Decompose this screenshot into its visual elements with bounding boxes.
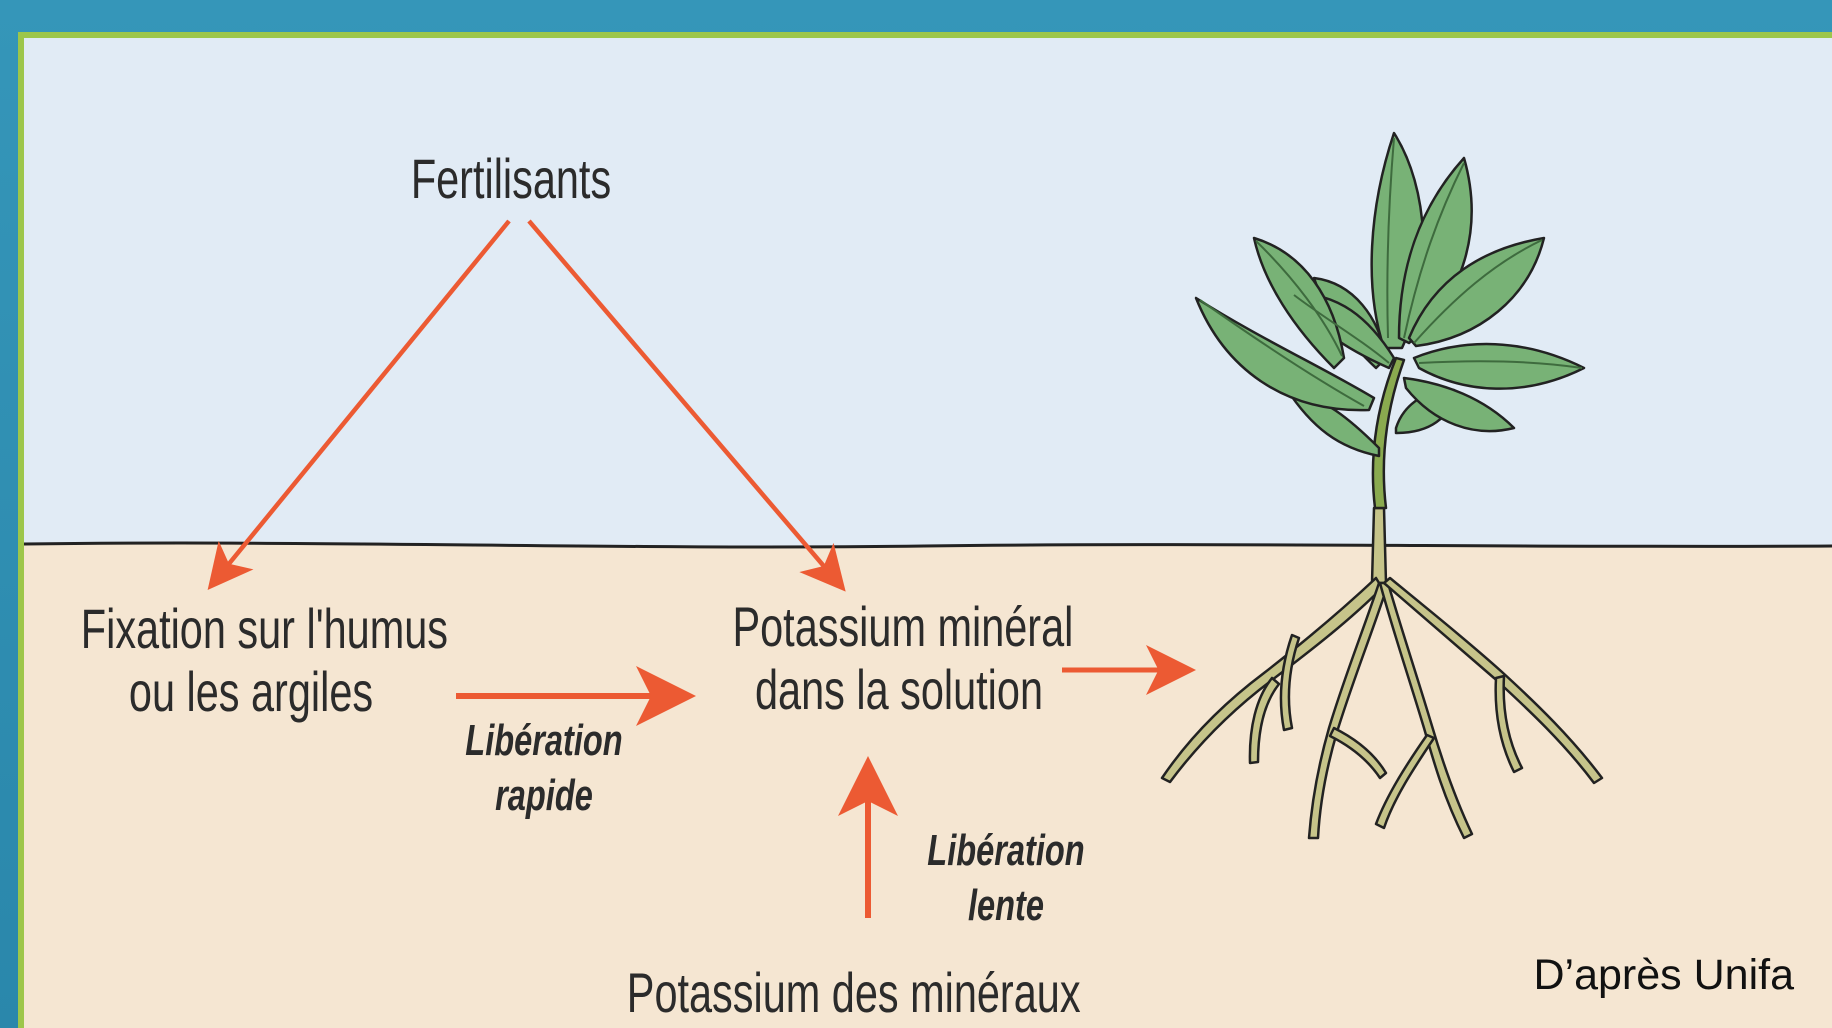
fixation-line2: ou les argiles: [81, 661, 421, 724]
mineral-line2: dans la solution: [733, 659, 1066, 722]
fertilisants-label: Fertilisants: [400, 148, 622, 211]
fixation-label: Fixation sur l'humus ou les argiles: [81, 598, 421, 723]
mineral-solution-label: Potassium minéral dans la solution: [733, 596, 1066, 721]
fixation-line1: Fixation sur l'humus: [81, 598, 421, 661]
liberation-rapide-line2: rapide: [448, 768, 640, 823]
liberation-lente-label: Libération lente: [910, 823, 1102, 933]
liberation-rapide-label: Libération rapide: [448, 713, 640, 823]
liberation-lente-line1: Libération: [910, 823, 1102, 878]
mineral-line1: Potassium minéral: [733, 596, 1066, 659]
liberation-lente-line2: lente: [910, 878, 1102, 933]
liberation-rapide-line1: Libération: [448, 713, 640, 768]
sky-area: [24, 38, 1832, 548]
source-credit: D’après Unifa: [1534, 951, 1795, 1000]
diagram-frame: Fertilisants Fixation sur l'humus ou les…: [18, 32, 1832, 1028]
mineraux-label: Potassium des minéraux: [627, 962, 1041, 1025]
